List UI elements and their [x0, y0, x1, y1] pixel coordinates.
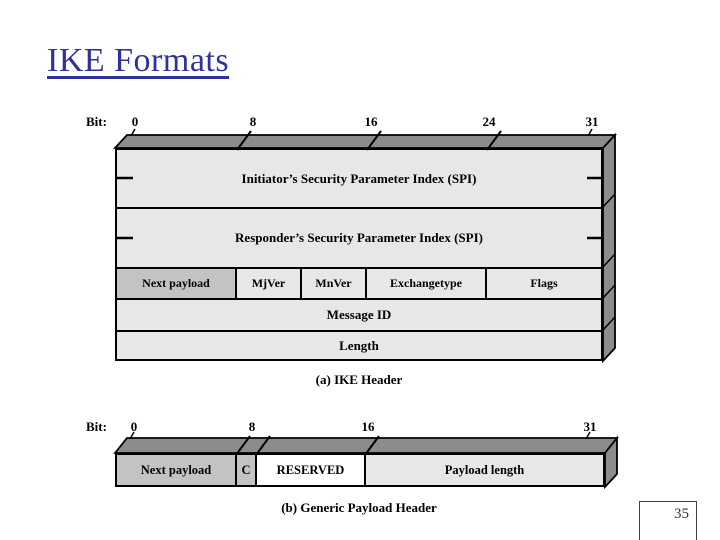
row-responder-spi: Responder’s Security Parameter Index (SP…	[117, 207, 601, 267]
field-b-reserved: RESERVED	[255, 455, 364, 485]
row-fields: Next payload MjVer MnVer Exchangetype Fl…	[117, 267, 601, 298]
field-exchangetype: Exchangetype	[365, 269, 485, 298]
a-tick-mark-0	[130, 128, 136, 137]
page-number-box: 35	[639, 501, 697, 540]
row-initiator-spi: Initiator’s Security Parameter Index (SP…	[241, 170, 477, 186]
field-next-payload: Next payload	[117, 269, 235, 298]
row-message-id: Message ID	[117, 298, 601, 330]
caption-ike-header: (a) IKE Header	[315, 372, 403, 387]
field-mjver: MjVer	[235, 269, 300, 298]
a-side-divider	[602, 316, 616, 331]
diagram-b-bit-label: Bit:	[86, 419, 107, 434]
diagram-a-tick-24: 24	[482, 114, 496, 129]
a-side-divider	[602, 193, 616, 208]
field-b-payload-length: Payload length	[364, 455, 603, 485]
diagram-a-tick-0: 0	[131, 114, 139, 129]
field-b-next-payload: Next payload	[117, 455, 235, 485]
diagram-b-tick-31: 31	[583, 419, 597, 434]
diagram-a-tick-16: 16	[364, 114, 378, 129]
a-top-face	[112, 134, 618, 149]
ike-header-box: Initiator’s Security Parameter Index (SP…	[115, 148, 603, 361]
row-length: Length	[117, 330, 601, 359]
b-side-face	[604, 435, 618, 490]
slide-title: IKE Formats	[47, 42, 230, 79]
field-b-c-bit: C	[235, 455, 255, 485]
diagram-a-tick-8: 8	[249, 114, 257, 129]
page-number: 35	[674, 506, 689, 522]
field-flags: Flags	[485, 269, 601, 298]
a-side-divider	[602, 253, 616, 268]
field-mnver: MnVer	[300, 269, 365, 298]
diagram-a-tick-31: 31	[585, 114, 599, 129]
diagram-b-tick-16: 16	[361, 419, 375, 434]
a-tick-mark-31	[587, 128, 593, 137]
a-side-face	[602, 132, 616, 364]
diagram-a-bit-label: Bit:	[86, 114, 107, 129]
diagram-b-tick-0: 0	[130, 419, 138, 434]
b-top-face	[113, 437, 619, 454]
generic-payload-header-box: Next payload C RESERVED Payload length	[115, 453, 605, 487]
caption-generic-payload-header: (b) Generic Payload Header	[281, 500, 437, 515]
diagram-b-tick-8: 8	[248, 419, 256, 434]
a-side-divider	[602, 284, 616, 299]
